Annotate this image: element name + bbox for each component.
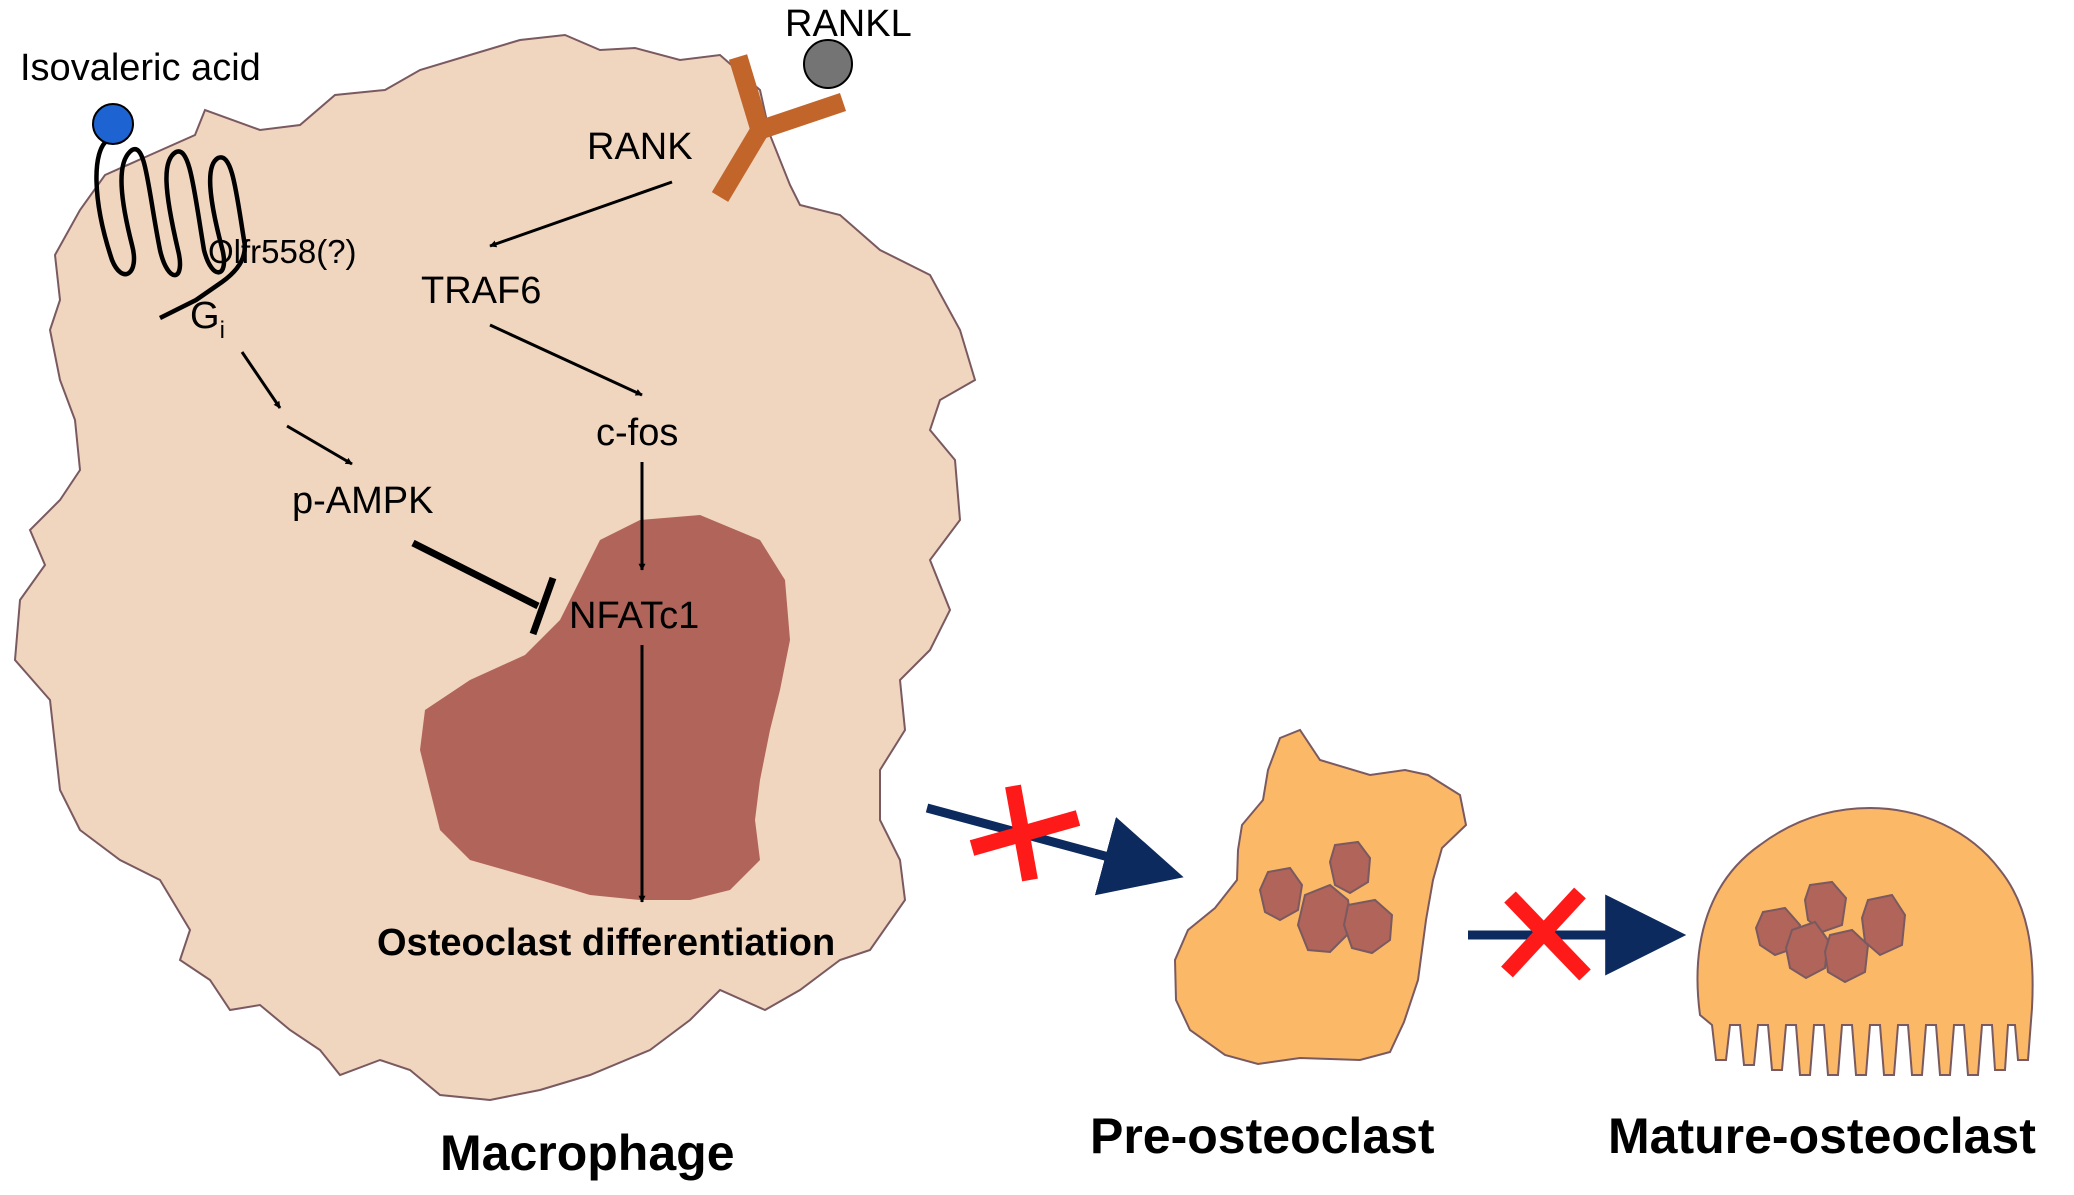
- nfatc1-label: NFATc1: [569, 595, 699, 637]
- arrow-traf6-to-cfos: [489, 323, 643, 397]
- rank-receptor: [711, 54, 847, 202]
- block-cross-2: [1501, 887, 1591, 981]
- macrophage-nucleus: [420, 515, 790, 900]
- isovaleric-acid-label: Isovaleric acid: [20, 47, 261, 89]
- arrow-gi-to-intermediate: [240, 351, 282, 409]
- cfos-label: c-fos: [596, 412, 678, 454]
- rankl-ligand: [803, 39, 853, 89]
- arrow-intermediate-to-pampk: [286, 424, 353, 466]
- inhibition-pampk-nfatc1: [411, 539, 557, 636]
- pampk-label: p-AMPK: [292, 480, 433, 522]
- pre-osteoclast-nuclei: [1258, 840, 1394, 955]
- pre-osteoclast-caption: Pre-osteoclast: [1090, 1108, 1435, 1164]
- rankl-label: RANKL: [785, 3, 912, 45]
- rank-label: RANK: [587, 126, 693, 168]
- olfr558-label: Olfr558(?): [208, 233, 357, 270]
- osteoclast-differentiation-label: Osteoclast differentiation: [377, 922, 835, 964]
- gi-label: Gi: [190, 295, 225, 344]
- isovaleric-acid-ligand: [92, 103, 134, 145]
- block-cross-1: [969, 784, 1081, 882]
- traf6-label: TRAF6: [421, 270, 541, 312]
- olfr558-receptor: [94, 138, 248, 321]
- macrophage-caption: Macrophage: [440, 1125, 735, 1181]
- flow-arrow-macrophage-to-preosteoclast: [925, 803, 1184, 896]
- mature-osteoclast-caption: Mature-osteoclast: [1608, 1108, 2036, 1164]
- arrow-rank-to-traf6: [489, 180, 673, 248]
- mature-osteoclast-nuclei: [1754, 880, 1907, 984]
